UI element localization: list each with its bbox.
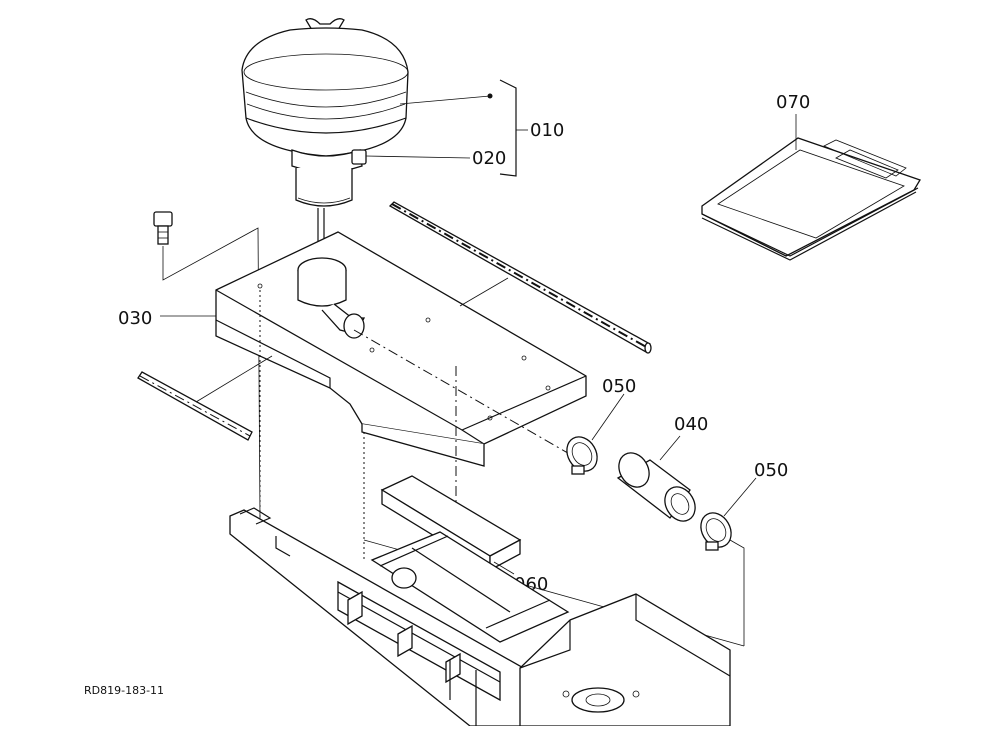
leader-010 (399, 95, 491, 105)
air-cleaner-cover (241, 27, 409, 157)
callout-020: 020 (472, 148, 506, 169)
manual-070 (701, 137, 921, 261)
callout-030: 030 (118, 308, 152, 329)
hose-rod (388, 201, 652, 354)
hose-clamp-2 (700, 512, 732, 551)
strip (137, 371, 253, 441)
air-cleaner-assembly (241, 18, 409, 246)
leader-dot (487, 93, 493, 99)
callout-040: 040 (674, 414, 708, 435)
bolt (153, 211, 173, 245)
air-cleaner-outlet (295, 168, 353, 207)
reference-code: RD819-183-11 (84, 684, 164, 697)
centerline (353, 329, 581, 461)
hose-040 (616, 452, 696, 522)
frame-base (229, 507, 731, 727)
plate-030 (215, 231, 587, 467)
hose-clamp-1 (566, 436, 598, 475)
callout-070: 070 (776, 92, 810, 113)
callout-010: 010 (530, 120, 564, 141)
leader-020 (365, 155, 471, 159)
bracket-010 (499, 79, 517, 177)
bolt-leader (162, 227, 261, 521)
callout-050-bottom: 050 (754, 460, 788, 481)
callout-050-top: 050 (602, 376, 636, 397)
